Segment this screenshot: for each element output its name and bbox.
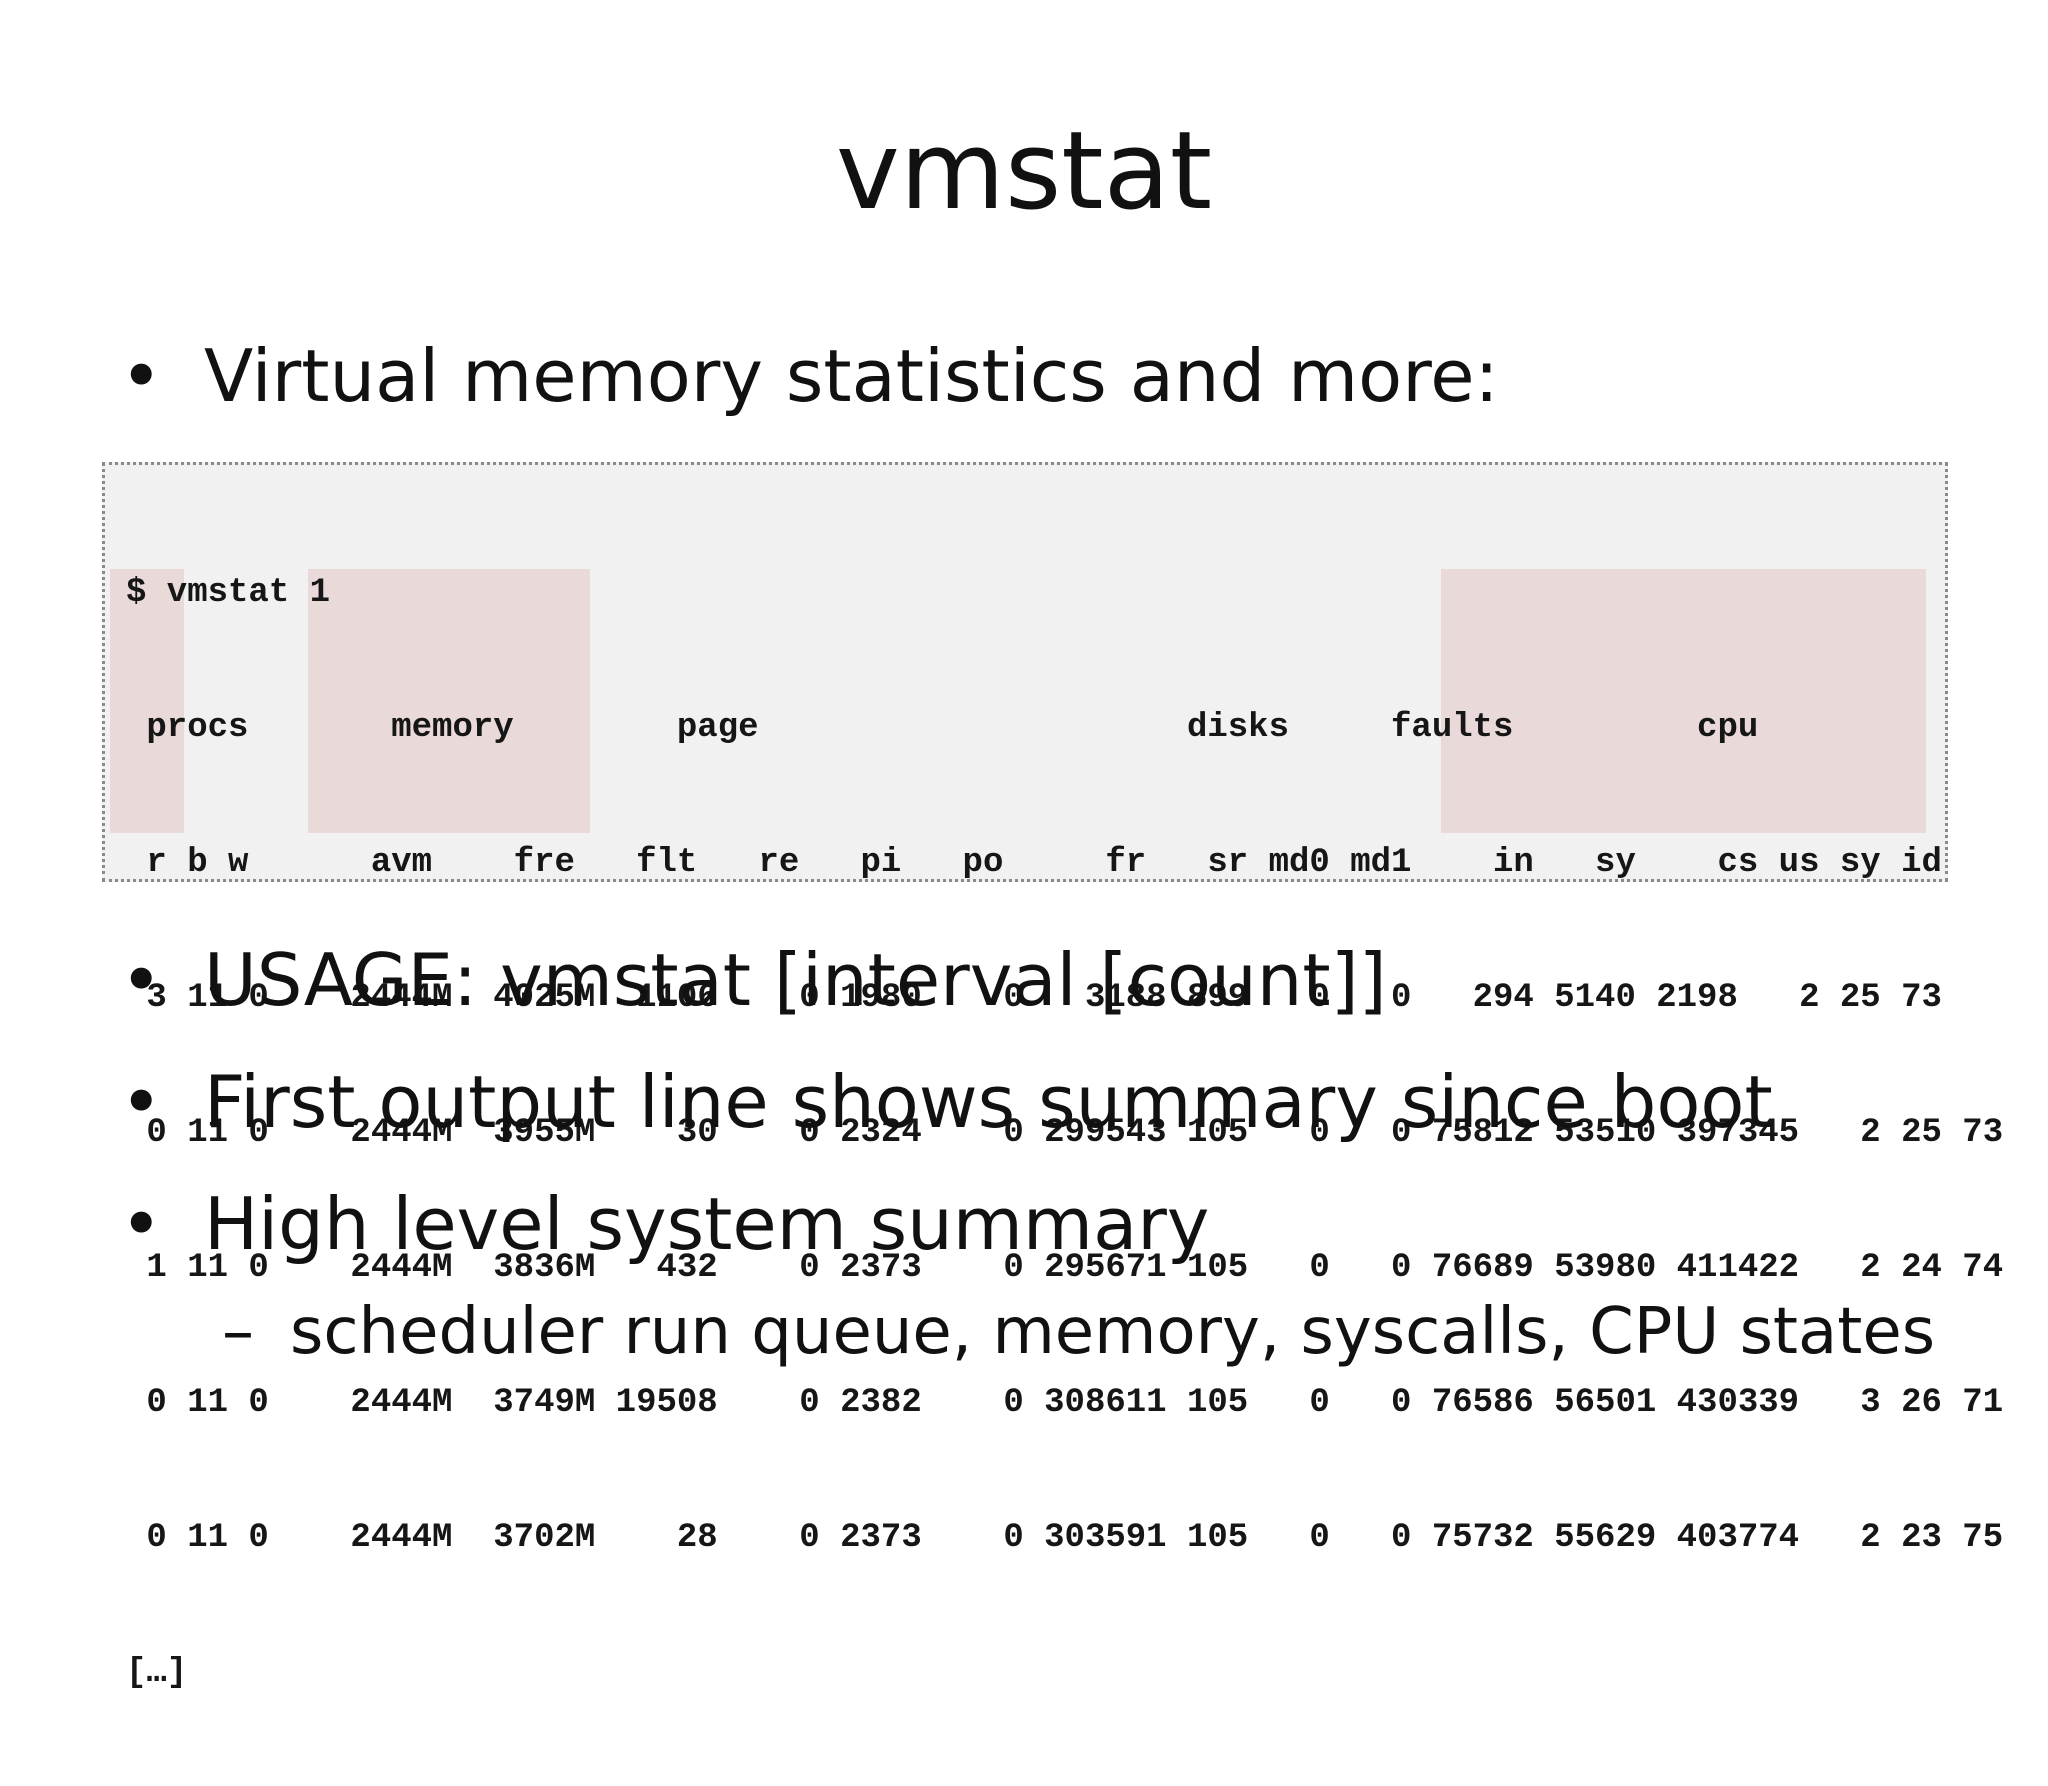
sub-bullet-text: scheduler run queue, memory, syscalls, C… (290, 1295, 1936, 1369)
bullet-glyph: • (120, 334, 163, 418)
bullet-intro: •Virtual memory statistics and more: (120, 340, 1499, 412)
output-row: 0 11 0 2444M 3702M 28 0 2373 0 303591 10… (126, 1519, 2004, 1557)
bullet-glyph: • (120, 1060, 163, 1144)
bullet-first-line: •First output line shows summary since b… (120, 1066, 1773, 1138)
bullet-usage: •USAGE: vmstat [interval [count]] (120, 944, 1387, 1016)
cpu-highlight (1441, 569, 1926, 833)
bullet-summary-text: High level system summary (204, 1182, 1210, 1266)
header-groups-line: procs memory page disks faults cpu (126, 709, 1759, 747)
bullet-glyph: • (120, 938, 163, 1022)
bullet-summary: •High level system summary (120, 1188, 1209, 1260)
header-columns-line: r b w avm fre flt re pi po fr sr md0 md1… (126, 844, 1942, 882)
output-row: 0 11 0 2444M 3955M 30 0 2324 0 299543 10… (126, 1114, 2004, 1152)
dash-glyph: – (222, 1295, 254, 1369)
command-line: $ vmstat 1 (126, 574, 331, 612)
bullet-glyph: • (120, 1182, 163, 1266)
procs-highlight (110, 569, 184, 833)
terminal-output-box: $ vmstat 1 procs memory page disks fault… (102, 462, 2003, 1692)
output-row: 1 11 0 2444M 3836M 432 0 2373 0 295671 1… (126, 1249, 2004, 1287)
bullet-usage-text: USAGE: vmstat [interval [count]] (204, 938, 1387, 1022)
sub-bullet-details: –scheduler run queue, memory, syscalls, … (222, 1300, 1935, 1364)
bullet-intro-text: Virtual memory statistics and more: (204, 334, 1499, 418)
output-row: 0 11 0 2444M 3749M 19508 0 2382 0 308611… (126, 1384, 2004, 1422)
slide-title: vmstat (835, 109, 1213, 234)
output-row: 3 11 0 2444M 4025M 1106 0 1980 0 3188 89… (126, 979, 1942, 1017)
terminal-text: $ vmstat 1 procs memory page disks fault… (105, 465, 2003, 1786)
memory-highlight (308, 569, 590, 833)
bullet-first-line-text: First output line shows summary since bo… (204, 1060, 1773, 1144)
ellipsis-line: […] (126, 1654, 188, 1692)
